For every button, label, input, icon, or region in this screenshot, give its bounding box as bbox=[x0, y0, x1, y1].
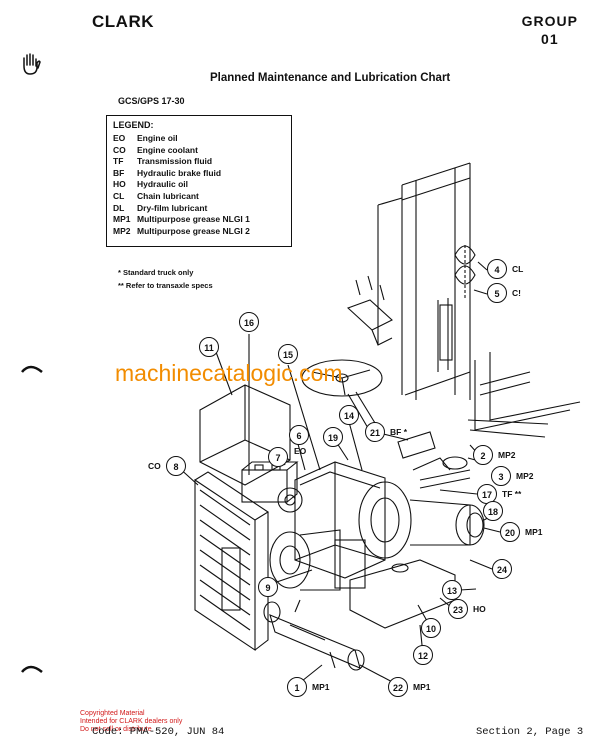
callout-17: 17 bbox=[477, 484, 497, 504]
callout-1-label: MP1 bbox=[312, 682, 330, 692]
callout-8-label: CO bbox=[148, 461, 161, 471]
callout-6-label: EO bbox=[294, 446, 307, 456]
copyright-line: Intended for CLARK dealers only bbox=[80, 718, 183, 725]
callout-22: 22 bbox=[388, 677, 408, 697]
legend-item: MP1 Multipurpose grease NLGI 1 bbox=[113, 214, 285, 226]
callout-3-label: MP2 bbox=[516, 471, 534, 481]
copyright-line: Copyrighted Material bbox=[80, 710, 145, 717]
callout-1: 1 bbox=[287, 677, 307, 697]
legend-code: MP1 bbox=[113, 214, 131, 225]
callout-2-label: MP2 bbox=[498, 450, 516, 460]
legend-code: HO bbox=[113, 179, 126, 190]
clark-logo: CLARK bbox=[92, 12, 154, 31]
callout-24: 24 bbox=[492, 559, 512, 579]
legend-code: EO bbox=[113, 133, 126, 143]
callout-2: 2 bbox=[473, 445, 493, 465]
group-number: 01 bbox=[541, 31, 559, 47]
legend-item: BF Hydraulic brake fluid bbox=[113, 168, 285, 180]
model-label: GCS/GPS 17-30 bbox=[118, 96, 185, 106]
hand-icon bbox=[23, 53, 41, 75]
callout-12: 12 bbox=[413, 645, 433, 665]
page-title: Planned Maintenance and Lubrication Char… bbox=[210, 72, 451, 84]
legend-desc: Multipurpose grease NLGI 2 bbox=[137, 225, 250, 236]
footer-section: Section 2, Page 3 bbox=[476, 726, 584, 738]
callout-14: 14 bbox=[339, 405, 359, 425]
note-standard-truck: * Standard truck only bbox=[118, 268, 194, 277]
callout-10: 10 bbox=[421, 618, 441, 638]
legend-code: MP2 bbox=[113, 225, 131, 236]
watermark-text: machinecatalogic.com bbox=[115, 360, 343, 386]
note-transaxle: ** Refer to transaxle specs bbox=[118, 281, 213, 290]
callout-5: 5 bbox=[487, 283, 507, 303]
callout-8: 8 bbox=[166, 456, 186, 476]
legend-code: BF bbox=[113, 167, 125, 178]
legend-item: CO Engine coolant bbox=[113, 145, 285, 157]
callout-9: 9 bbox=[258, 577, 278, 597]
callout-7: 7 bbox=[268, 447, 288, 467]
legend-desc: Chain lubricant bbox=[137, 190, 199, 201]
callout-16: 16 bbox=[239, 312, 259, 332]
legend-item: DL Dry-film lubricant bbox=[113, 203, 285, 215]
legend-code: TF bbox=[113, 156, 124, 167]
legend-item: TF Transmission fluid bbox=[113, 156, 285, 168]
callout-23: 23 bbox=[448, 599, 468, 619]
legend-item: EO Engine oil bbox=[113, 133, 285, 145]
callout-4-label: CL bbox=[512, 264, 524, 274]
callout-20: 20 bbox=[500, 522, 520, 542]
callout-22-label: MP1 bbox=[413, 682, 431, 692]
legend-desc: Transmission fluid bbox=[137, 156, 213, 167]
callout-23-label: HO bbox=[473, 604, 486, 614]
group-label: GROUP bbox=[521, 13, 578, 29]
legend-desc: Hydraulic brake fluid bbox=[137, 167, 222, 178]
legend-desc: Engine oil bbox=[137, 133, 178, 143]
callout-20-label: MP1 bbox=[525, 527, 543, 537]
callout-18: 18 bbox=[483, 501, 503, 521]
legend-item: MP2 Multipurpose grease NLGI 2 bbox=[113, 226, 285, 238]
footer-code: Code: PMA-520, JUN 84 bbox=[92, 726, 225, 738]
legend-desc: Hydraulic oil bbox=[137, 179, 189, 190]
legend-desc: Multipurpose grease NLGI 1 bbox=[137, 214, 250, 225]
legend-code: DL bbox=[113, 202, 125, 213]
legend-code: CL bbox=[113, 190, 125, 201]
callout-21-label: BF * bbox=[390, 427, 407, 437]
callout-5-label: C! bbox=[512, 288, 521, 298]
legend-item: CL Chain lubricant bbox=[113, 191, 285, 203]
callout-15: 15 bbox=[278, 344, 298, 364]
callout-13: 13 bbox=[442, 580, 462, 600]
legend-code: CO bbox=[113, 144, 126, 155]
callout-6: 6 bbox=[289, 425, 309, 445]
group-header: GROUP 01 bbox=[522, 12, 578, 48]
legend-desc: Engine coolant bbox=[137, 144, 198, 155]
callout-21: 21 bbox=[365, 422, 385, 442]
callout-19: 19 bbox=[323, 427, 343, 447]
copyright-line: Do not sell or distribute bbox=[80, 726, 152, 733]
callout-11: 11 bbox=[199, 337, 219, 357]
callout-17-label: TF ** bbox=[502, 489, 522, 499]
copyright-notice: Copyrighted Material Intended for CLARK … bbox=[80, 710, 182, 734]
legend-item: HO Hydraulic oil bbox=[113, 179, 285, 191]
callout-4: 4 bbox=[487, 259, 507, 279]
legend-desc: Dry-film lubricant bbox=[137, 202, 208, 213]
legend-title: LEGEND: bbox=[113, 120, 154, 130]
legend-box: LEGEND: EO Engine oil CO Engine coolant TF… bbox=[106, 115, 292, 247]
callout-3: 3 bbox=[491, 466, 511, 486]
